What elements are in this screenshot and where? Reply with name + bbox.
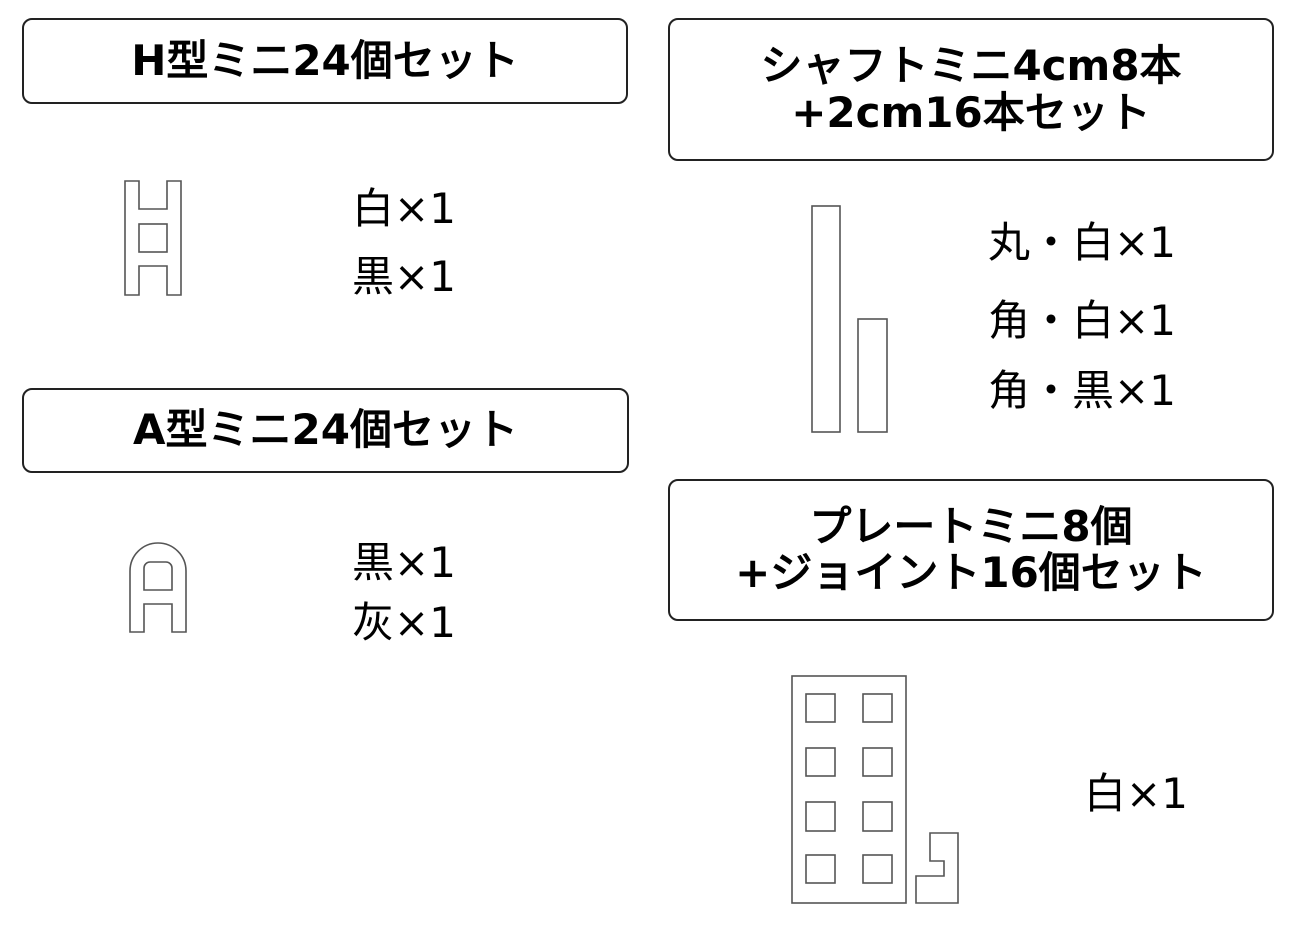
h-type-set-title: H型ミニ24個セット [22,18,628,104]
title-line: シャフトミニ4cm8本 [760,41,1182,91]
shaft-set-title: シャフトミニ4cm8本 +2cm16本セット [668,18,1274,161]
h-block-shape [124,180,182,296]
title-line: A型ミニ24個セット [133,405,518,455]
long-shaft [811,205,841,433]
shaft-item-round-white: 丸・白×1 [988,218,1176,267]
a-type-set-title: A型ミニ24個セット [22,388,629,473]
plate-set-title: プレートミニ8個 +ジョイント16個セット [668,479,1274,621]
shaft-item-square-white: 角・白×1 [988,296,1176,345]
short-shaft [857,318,888,433]
title-line: +ジョイント16個セット [735,548,1207,597]
h-item-white: 白×1 [352,184,456,233]
h-item-black: 黒×1 [352,252,456,301]
plate-shape [791,675,907,904]
title-line: +2cm16本セット [791,87,1151,137]
a-item-gray: 灰×1 [352,598,456,647]
joint-shape [915,832,959,904]
shaft-item-square-black: 角・黒×1 [988,366,1176,415]
a-block-shape [129,542,187,633]
plate-item-white: 白×1 [1084,769,1188,818]
title-line: プレートミニ8個 [809,501,1133,551]
a-item-black: 黒×1 [352,538,456,587]
title-line: H型ミニ24個セット [131,35,519,85]
shaft-shapes [811,205,888,433]
